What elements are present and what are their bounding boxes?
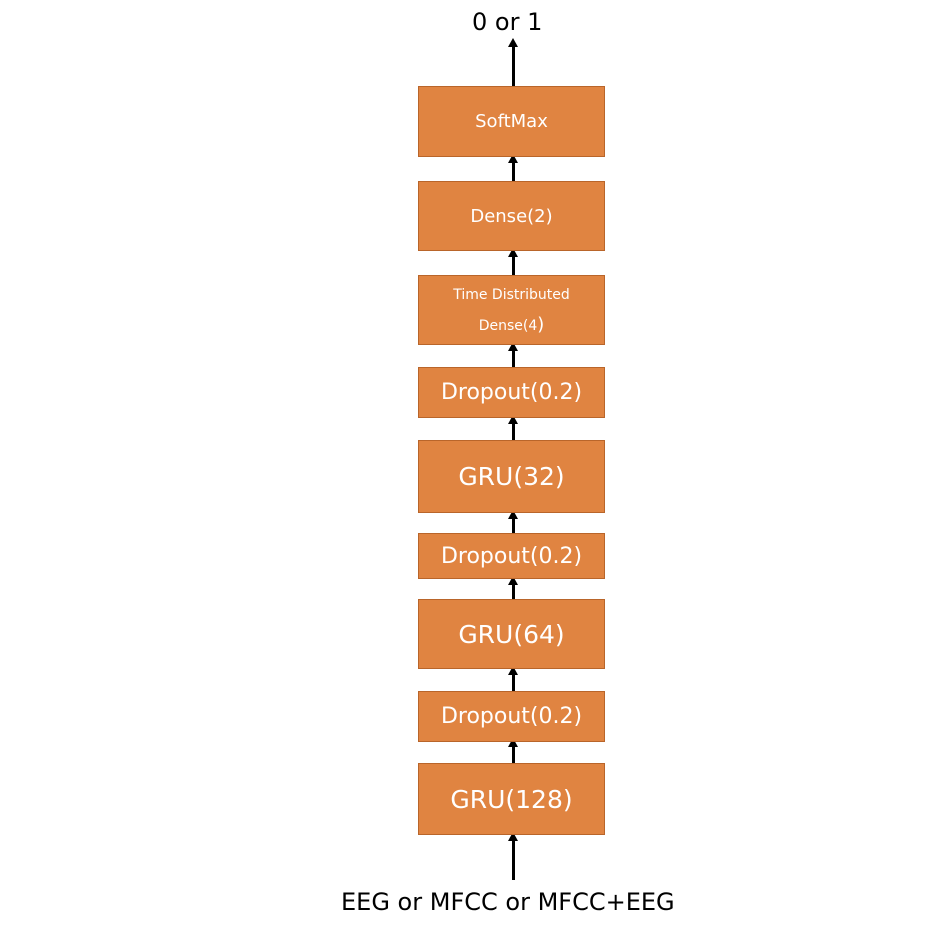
arrow-gru128-to-dropout [508,738,518,764]
layer-softmax-label: SoftMax [475,111,548,132]
arrow-dropout-to-gru32 [508,510,518,534]
layer-gru-32-label: GRU(32) [458,462,565,491]
layer-gru-128: GRU(128) [418,763,605,835]
arrow-dropout-to-gru64 [508,666,518,692]
layer-dropout-3-label: Dropout(0.2) [440,380,583,405]
arrow-input-to-gru128 [508,832,518,880]
layer-dropout-3: Dropout(0.2) [418,367,605,418]
layer-dense-2-label: Dense(2) [470,205,553,227]
arrow-to-output [508,38,518,86]
layer-gru-64-label: GRU(64) [458,619,565,649]
layer-time-distributed-dense: Time Distributed Dense(4) [418,275,605,345]
layer-td-line2-close: ) [537,313,545,335]
layer-td-line2-main: Dense(4 [478,317,538,334]
arrow-gru64-to-dropout [508,576,518,600]
layer-stack: SoftMax Dense(2) Time Distributed Dense(… [418,0,605,950]
arrow-gru32-to-dropout [508,415,518,441]
layer-dense-2: Dense(2) [418,181,605,251]
output-label: 0 or 1 [472,8,543,36]
layer-td-line1: Time Distributed [453,286,570,303]
layer-gru-128-label: GRU(128) [450,784,573,814]
layer-dropout-2-label: Dropout(0.2) [440,543,583,569]
layer-gru-32: GRU(32) [418,440,605,513]
arrow-dropout-to-td [508,342,518,368]
layer-dropout-2: Dropout(0.2) [418,533,605,579]
arrow-dense-to-softmax [508,154,518,182]
layer-gru-64: GRU(64) [418,599,605,669]
input-label: EEG or MFCC or MFCC+EEG [341,888,675,916]
layer-dropout-1-label: Dropout(0.2) [440,704,583,729]
arrow-td-to-dense [508,248,518,276]
layer-td-line2: Dense(4) [479,310,545,341]
layer-softmax: SoftMax [418,86,605,157]
layer-dropout-1: Dropout(0.2) [418,691,605,742]
